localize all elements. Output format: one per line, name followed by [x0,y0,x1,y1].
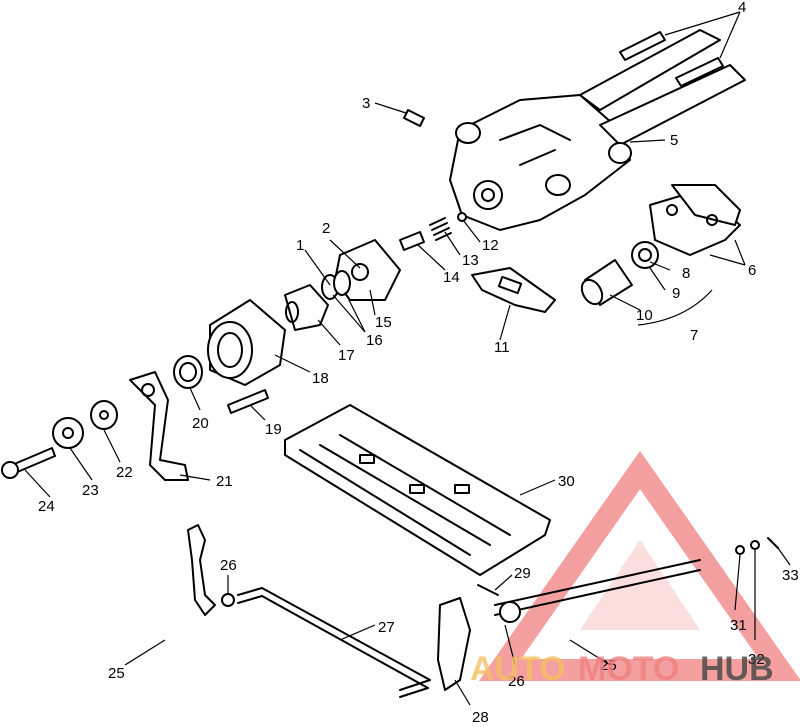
callout-6: 6 [748,262,756,279]
watermark-triangle [478,450,800,681]
callout-3: 3 [362,95,370,112]
part-4-rods [619,31,724,87]
part-12-13-14-spring [399,212,467,251]
part-29-pin [477,584,499,596]
watermark-moto: MOTO [578,650,679,688]
leader-lines [24,11,791,706]
callout-28: 28 [472,709,489,726]
part-28-pedal [437,597,471,691]
callout-26-left: 26 [220,557,237,574]
callout-9: 9 [672,285,680,302]
callout-29: 29 [514,565,531,582]
part-30-running-board [284,404,551,576]
callout-31: 31 [730,617,747,634]
part-19-bolt [227,389,269,414]
part-33-pin [767,537,779,549]
callout-21: 21 [216,473,233,490]
callout-17: 17 [338,347,355,364]
part-17-hub [284,284,329,331]
callout-26-right: 26 [508,673,525,690]
callout-2: 2 [322,220,330,237]
part-24-bolt [1,447,56,479]
part-18-drum [207,299,286,386]
part-16-washers [321,270,351,300]
part-23-washer [52,417,84,449]
callout-7: 7 [690,327,698,344]
part-3-bolt [403,109,425,127]
callout-8: 8 [682,265,690,282]
callout-25-right: 25 [600,657,617,674]
callout-14: 14 [443,269,460,286]
callout-10: 10 [636,307,653,324]
part-20-ring [173,355,203,389]
watermark-hub: HUB [700,650,774,688]
part-15-flange [334,239,401,301]
callout-12: 12 [482,237,499,254]
part-31-bar [494,540,760,623]
callout-19: 19 [265,421,282,438]
watermark-auto: AUTO [470,650,566,688]
callout-16: 16 [366,332,383,349]
part-11-bracket [471,267,556,313]
part-6-plates [649,184,741,256]
callout-32: 32 [748,651,765,668]
part-bracket-left [187,524,216,616]
watermark-triangle-inner [580,540,700,630]
callout-20: 20 [192,415,209,432]
callout-18: 18 [312,370,329,387]
callout-15: 15 [375,314,392,331]
callout-11: 11 [494,339,510,356]
part-10-cylinder [580,259,633,306]
callout-25-left: 25 [108,665,125,682]
part-22-washer [90,400,118,430]
callout-labels: 1 2 3 4 5 6 7 8 9 10 11 12 13 14 15 16 1… [38,0,799,726]
part-26-nut-left [221,593,235,607]
part-21-arm [129,371,189,481]
watermark-logo [478,450,800,681]
callout-4: 4 [738,0,746,16]
watermark-text: AUTO MOTO HUB [470,650,774,688]
callout-22: 22 [116,464,133,481]
callout-27: 27 [378,619,395,636]
callout-33: 33 [782,567,799,584]
part-27-rod [237,587,431,698]
callout-30: 30 [558,473,575,490]
callout-24: 24 [38,498,55,515]
part-5-housing [449,29,746,231]
callout-13: 13 [462,252,479,269]
callout-1: 1 [296,237,304,254]
callout-23: 23 [82,482,99,499]
callout-5: 5 [670,132,678,149]
part-8-9-bushing [631,241,659,269]
